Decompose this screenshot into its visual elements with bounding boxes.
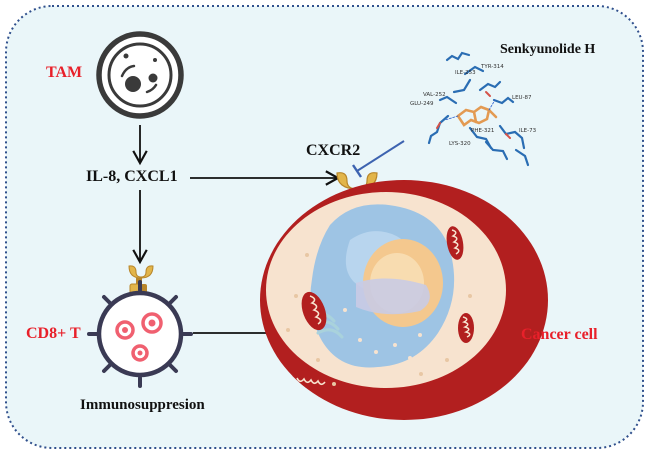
cd8-t-cell	[87, 280, 193, 388]
residue-label: ILE-253	[455, 70, 476, 76]
mitochondrion	[446, 226, 464, 260]
cancer-cell-label: Cancer cell	[521, 326, 598, 343]
il8-cxcl1-label: IL-8, CXCL1	[86, 168, 178, 185]
tam-label: TAM	[46, 64, 83, 81]
cancer-cell	[260, 180, 548, 420]
mitochondrion	[458, 313, 474, 343]
residue-label: GLU-249	[410, 101, 434, 107]
tam-icon	[96, 31, 184, 119]
cd8-t-label: CD8+ T	[26, 325, 81, 342]
residue-label: TYR-314	[481, 64, 504, 70]
inhibition-senkyunolide-to-cxcr2	[352, 140, 405, 178]
mitochondrion	[301, 291, 327, 331]
residue-label: LEU-87	[512, 95, 532, 101]
residue-label: LYS-320	[449, 141, 471, 147]
senkyunolide-h-label: Senkyunolide H	[500, 42, 596, 57]
residue-label: VAL-252	[423, 92, 446, 98]
residue-label: PHE-321	[471, 128, 495, 134]
immunosuppresion-label: Immunosuppresion	[80, 397, 205, 413]
senkyunolide-molecule	[427, 51, 530, 167]
residue-label: ILE-73	[519, 128, 537, 134]
cxcr2-label: CXCR2	[306, 142, 361, 159]
